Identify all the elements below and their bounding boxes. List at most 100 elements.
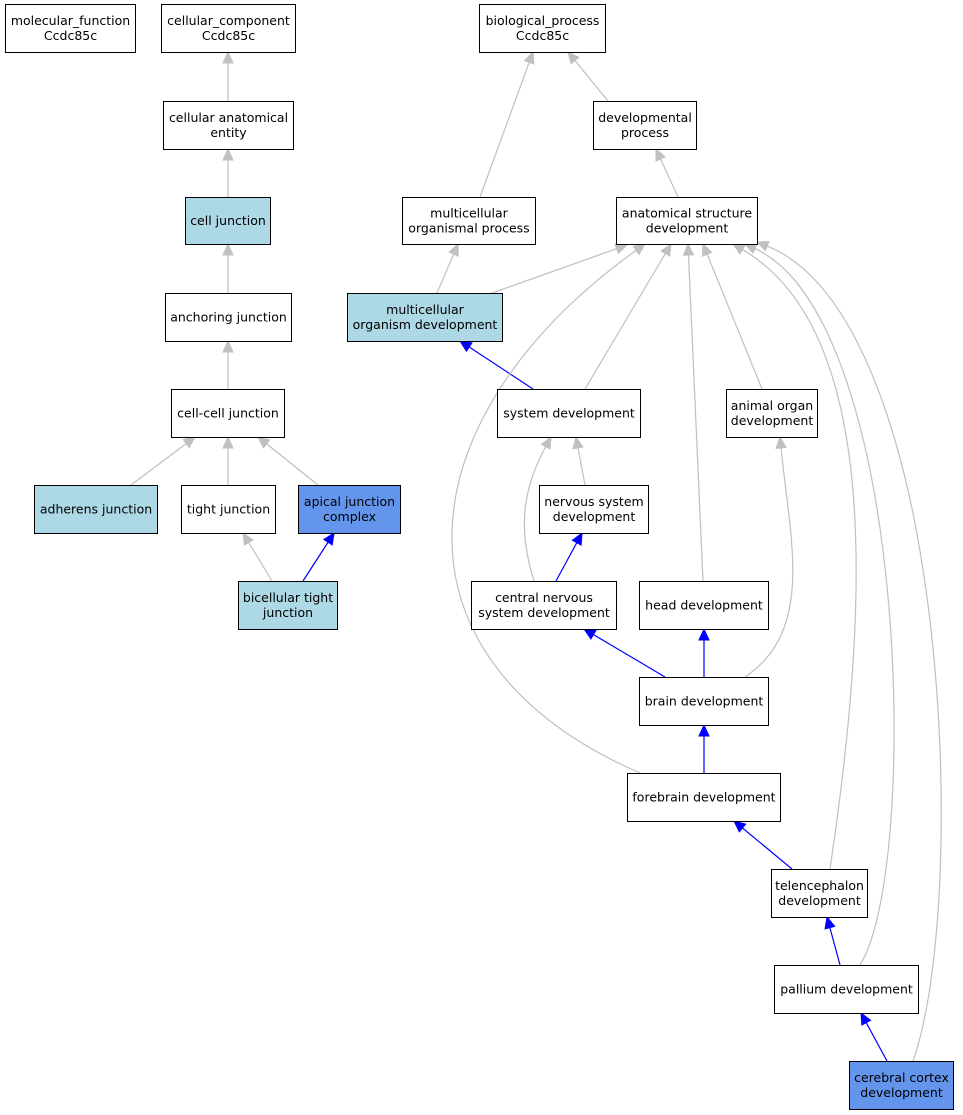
node-system-development[interactable]: system development (497, 389, 641, 438)
node-label-line: cell-cell junction (177, 406, 279, 421)
node-box (616, 197, 758, 245)
node-label-line: Ccdc85c (202, 28, 255, 43)
edge-forebrain-development-to-anatomical-structure-development (451, 243, 646, 774)
edge-cell-cell-junction-to-anchoring-junction-arrowhead (222, 339, 234, 353)
edge-cerebral-cortex-development-to-anatomical-structure-development (755, 240, 942, 1062)
edge-adherens-junction-to-cell-cell-junction-arrowhead (182, 436, 196, 449)
edge-system-development-to-multicellular-organism-development (458, 340, 534, 390)
node-label-line: junction (262, 605, 313, 620)
node-adherens-junction[interactable]: adherens junction (34, 485, 158, 534)
edge-bicellular-tight-junction-to-tight-junction (242, 531, 273, 582)
node-label-line: organismal process (408, 221, 529, 236)
edge-forebrain-development-to-brain-development (698, 723, 710, 773)
node-box (163, 101, 294, 150)
edge-brain-development-to-central-nervous-system-development-arrowhead (582, 628, 597, 640)
node-label-line: anatomical structure (622, 206, 752, 221)
node-label-line: multicellular (386, 302, 465, 317)
node-box (497, 389, 641, 438)
node-label-line: development (860, 1085, 943, 1100)
edge-developmental-process-to-biological-process-line (574, 60, 609, 102)
edge-brain-development-to-central-nervous-system-development-line (593, 634, 666, 678)
node-box (593, 101, 697, 150)
edge-pallium-development-to-telencephalon-development-line (829, 927, 841, 966)
node-pallium-development[interactable]: pallium development (774, 965, 919, 1014)
edge-cerebral-cortex-development-to-pallium-development (860, 1011, 888, 1062)
node-box (639, 581, 769, 630)
edge-multicellular-organismal-process-to-biological-process-line (479, 62, 530, 198)
node-box (479, 4, 606, 53)
node-label-line: molecular_function (11, 13, 130, 28)
edge-multicellular-organismal-process-to-biological-process-arrowhead (523, 50, 535, 65)
edge-system-development-to-multicellular-organism-development-arrowhead (458, 340, 473, 353)
edge-central-nervous-system-development-to-nervous-system-development-arrowhead (571, 531, 583, 546)
edge-head-development-to-anatomical-structure-development (682, 242, 704, 582)
edge-system-development-to-anatomical-structure-development-arrowhead (660, 242, 672, 257)
node-box (171, 389, 285, 438)
node-label-line: tight junction (187, 502, 270, 517)
edge-brain-development-to-animal-organ-development-line (744, 447, 794, 678)
node-box (627, 773, 781, 822)
edge-central-nervous-system-development-to-system-development-line (523, 446, 547, 582)
edge-telencephalon-development-to-forebrain-development-line (742, 827, 793, 870)
edge-central-nervous-system-development-to-nervous-system-development-line (555, 542, 578, 582)
edge-adherens-junction-to-cell-cell-junction (130, 436, 196, 486)
node-box (347, 293, 503, 342)
edge-telencephalon-development-to-anatomical-structure-development-line (742, 249, 857, 870)
edge-bicellular-tight-junction-to-tight-junction-line (248, 542, 273, 582)
node-label-line: system development (503, 406, 635, 421)
node-label-line: process (621, 125, 669, 140)
node-cell-cell-junction[interactable]: cell-cell junction (171, 389, 285, 438)
node-head-development[interactable]: head development (639, 581, 769, 630)
node-brain-development[interactable]: brain development (639, 677, 769, 726)
node-label-line: anchoring junction (170, 310, 287, 325)
edge-bicellular-tight-junction-to-tight-junction-arrowhead (242, 531, 254, 546)
node-label-line: organism development (353, 317, 498, 332)
edge-cell-junction-to-cellular-anatomical-entity (222, 147, 234, 197)
edge-system-development-to-anatomical-structure-development (584, 242, 672, 390)
node-box (849, 1061, 954, 1110)
edge-brain-development-to-head-development (698, 627, 710, 677)
edge-multicellular-organism-development-to-multicellular-organismal-process-line (436, 253, 455, 294)
node-box (298, 485, 401, 534)
node-box (539, 485, 649, 534)
edge-anatomical-structure-development-to-developmental-process-line (660, 158, 679, 198)
edge-cerebral-cortex-development-to-anatomical-structure-development-line (766, 245, 942, 1062)
node-label-line: development (731, 413, 814, 428)
edge-cerebral-cortex-development-to-pallium-development-line (865, 1022, 888, 1062)
edge-central-nervous-system-development-to-system-development (523, 435, 552, 582)
node-anchoring-junction[interactable]: anchoring junction (165, 293, 292, 342)
node-tight-junction[interactable]: tight junction (181, 485, 276, 534)
edge-anchoring-junction-to-cell-junction (222, 242, 234, 293)
node-label-line: apical junction (304, 494, 395, 509)
nodes-layer: molecular_functionCcdc85ccellular_compon… (5, 4, 954, 1110)
node-cell-junction[interactable]: cell junction (185, 197, 271, 245)
edge-system-development-to-anatomical-structure-development-line (584, 253, 666, 390)
node-label-line: telencephalon (775, 878, 864, 893)
node-label-line: complex (323, 509, 376, 524)
edge-pallium-development-to-telencephalon-development-arrowhead (824, 915, 836, 930)
node-forebrain-development[interactable]: forebrain development (627, 773, 781, 822)
node-label-line: cellular_component (167, 13, 290, 28)
node-label-line: cerebral cortex (854, 1070, 949, 1085)
node-box (639, 677, 769, 726)
edge-multicellular-organism-development-to-anatomical-structure-development-arrowhead (614, 243, 629, 255)
edge-cellular-anatomical-entity-to-cellular-component-arrowhead (222, 50, 234, 64)
edge-multicellular-organism-development-to-anatomical-structure-development-line (491, 248, 617, 294)
edge-cerebral-cortex-development-to-anatomical-structure-development-arrowhead (755, 240, 770, 252)
edge-bicellular-tight-junction-to-apical-junction-complex-line (302, 541, 329, 582)
